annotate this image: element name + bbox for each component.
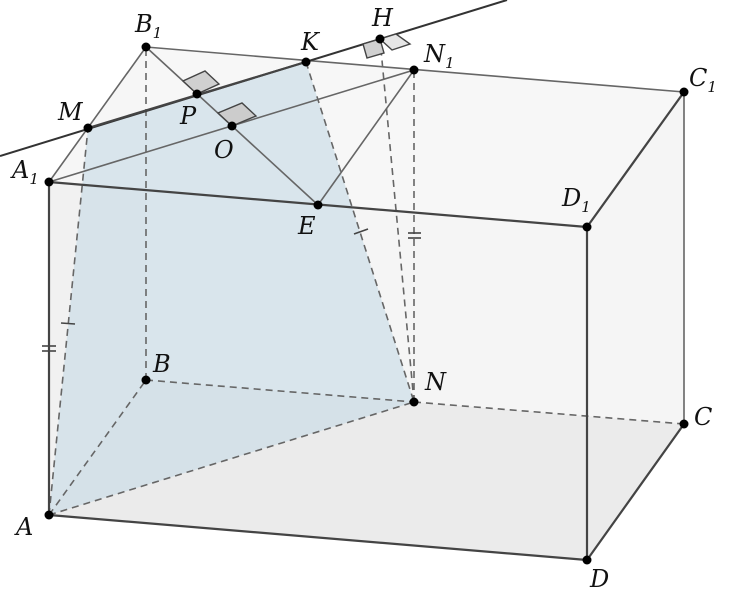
right-angle-H-1 xyxy=(362,38,385,59)
point-E xyxy=(313,200,323,210)
tick-A-M xyxy=(60,322,76,325)
label-D1: D1 xyxy=(561,184,591,216)
label-A1: A1 xyxy=(10,156,39,188)
label-N1: N1 xyxy=(423,40,455,72)
label-A: A xyxy=(14,513,33,541)
segment-N-H xyxy=(379,38,415,403)
label-O: O xyxy=(214,136,234,164)
label-D: D xyxy=(589,565,609,593)
label-N: N xyxy=(424,368,447,396)
point-N1 xyxy=(409,65,419,75)
point-A xyxy=(44,510,54,520)
label-B: B xyxy=(152,350,171,378)
edge-D-C xyxy=(585,422,686,562)
segment-A-N xyxy=(48,401,415,516)
point-C xyxy=(679,419,689,429)
edge-A-D xyxy=(47,513,589,562)
label-K: K xyxy=(300,28,321,56)
edge-D1-C1 xyxy=(585,90,686,229)
edge-A1-B1 xyxy=(48,46,147,183)
point-B xyxy=(141,375,151,385)
label-C1: C1 xyxy=(689,64,717,96)
edge-A-B xyxy=(48,379,147,516)
point-A1 xyxy=(44,177,54,187)
point-D1 xyxy=(582,222,592,232)
point-H xyxy=(375,34,385,44)
point-M xyxy=(83,123,93,133)
point-N xyxy=(409,397,419,407)
point-O xyxy=(227,121,237,131)
edge-N-C xyxy=(413,401,685,425)
right-angle-O xyxy=(216,102,258,127)
section-plane xyxy=(49,62,414,515)
right-angle-P xyxy=(181,70,221,95)
right-angle-H-2 xyxy=(378,33,412,51)
label-B1: B1 xyxy=(134,10,162,42)
point-C1 xyxy=(679,87,689,97)
label-P: P xyxy=(179,102,197,130)
label-E: E xyxy=(297,212,316,240)
point-K xyxy=(301,57,311,67)
point-B1 xyxy=(141,42,151,52)
edge-B-N xyxy=(145,379,415,403)
point-P xyxy=(192,89,202,99)
label-C: C xyxy=(694,403,712,431)
label-M: M xyxy=(57,98,84,126)
segment-E-N1 xyxy=(317,69,415,206)
label-H: H xyxy=(371,4,394,32)
tick-K-N xyxy=(353,228,369,235)
segment-A-M xyxy=(48,127,89,516)
point-D xyxy=(582,555,592,565)
